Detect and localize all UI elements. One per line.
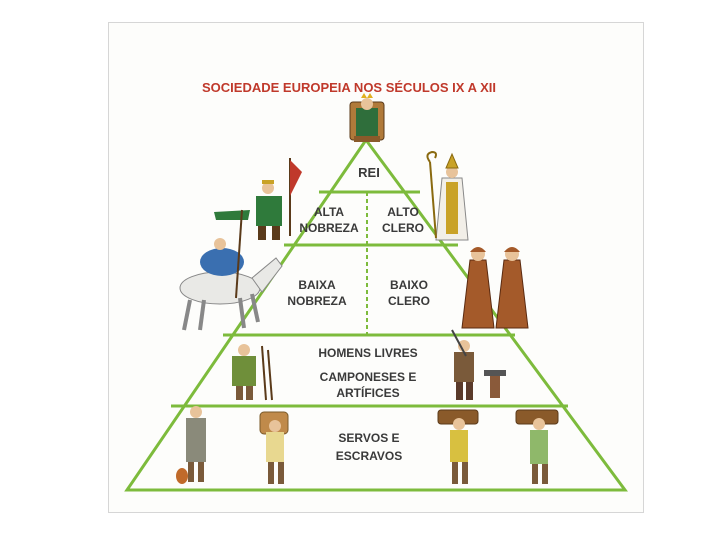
- label-camponeses: CAMPONESES E: [320, 370, 417, 384]
- serf-carrying-load-1-figure: [259, 411, 289, 484]
- serf-carrying-load-3-figure: [515, 409, 559, 484]
- label-servos: SERVOS E: [338, 431, 399, 445]
- knight-on-horse-figure: [179, 209, 283, 331]
- pyramid-outline: [124, 137, 628, 492]
- label-alto-clero-1: ALTO: [387, 205, 419, 219]
- label-alta-nobreza-1: ALTA: [314, 205, 345, 219]
- bishop-with-crozier-figure: [426, 150, 469, 241]
- king-on-throne-figure: [349, 93, 385, 142]
- blacksmith-at-anvil-figure: [451, 329, 506, 400]
- label-baixo-clero-2: CLERO: [388, 294, 430, 308]
- label-baixo-clero-1: BAIXO: [390, 278, 428, 292]
- label-rei: REI: [358, 165, 380, 180]
- monk-right-figure: [495, 247, 529, 329]
- label-artifices: ARTÍFICES: [336, 385, 399, 400]
- label-homens-livres: HOMENS LIVRES: [318, 346, 417, 360]
- label-alto-clero-2: CLERO: [382, 221, 424, 235]
- label-baixa-nobreza-1: BAIXA: [298, 278, 336, 292]
- label-alta-nobreza-2: NOBREZA: [299, 221, 359, 235]
- label-escravos: ESCRAVOS: [336, 449, 402, 463]
- diagram-title: SOCIEDADE EUROPEIA NOS SÉCULOS IX A XII: [202, 80, 496, 95]
- monk-left-figure: [461, 247, 495, 329]
- serf-carrying-load-2-figure: [437, 409, 479, 484]
- label-baixa-nobreza-2: NOBREZA: [287, 294, 347, 308]
- peasant-with-tools-figure: [232, 344, 273, 401]
- servant-with-jug-figure: [176, 406, 206, 484]
- noble-with-banner-figure: [214, 158, 302, 240]
